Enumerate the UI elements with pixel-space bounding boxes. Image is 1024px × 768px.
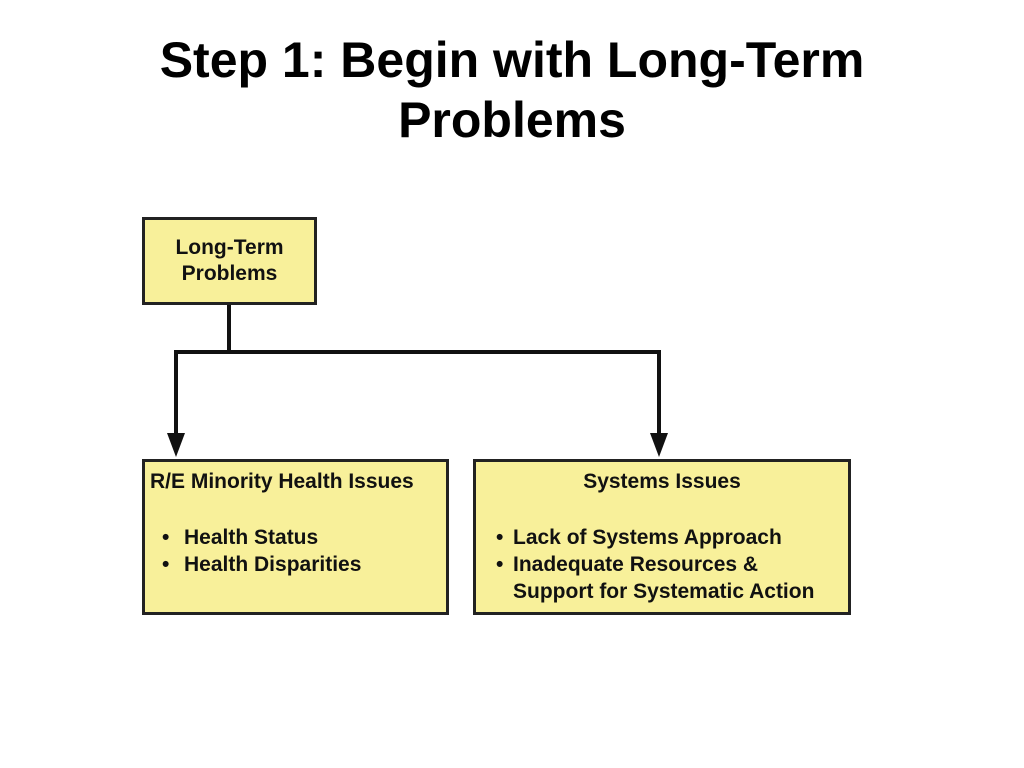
list-item-line-2: Support for Systematic Action [513,580,815,603]
systems-issues-heading: Systems Issues [583,470,741,493]
arrowhead-left [167,433,185,457]
root-box-long-term-problems: Long-Term Problems [142,217,317,305]
list-item: Health Disparities [150,551,442,578]
list-item: Health Status [150,524,442,551]
arrowhead-right [650,433,668,457]
slide-title: Step 1: Begin with Long-Term Problems [0,30,1024,150]
systems-issues-list: Lack of Systems Approach Inadequate Reso… [488,524,846,605]
root-box-label-line-1: Long-Term [175,236,284,259]
list-item: Lack of Systems Approach [488,524,846,551]
slide-title-line-1: Step 1: Begin with Long-Term [159,32,865,88]
minority-health-issues-list: Health Status Health Disparities [150,524,442,578]
list-item-line-1: Inadequate Resources & [513,553,759,576]
minority-health-issues-heading: R/E Minority Health Issues [150,470,414,493]
root-box-label-line-2: Problems [181,262,278,285]
list-item: Inadequate Resources & Support for System… [488,551,846,605]
systems-issues-box: Systems Issues Lack of Systems Approach … [473,459,851,615]
slide-title-line-2: Problems [398,92,626,148]
minority-health-issues-box: R/E Minority Health Issues Health Status… [142,459,449,615]
